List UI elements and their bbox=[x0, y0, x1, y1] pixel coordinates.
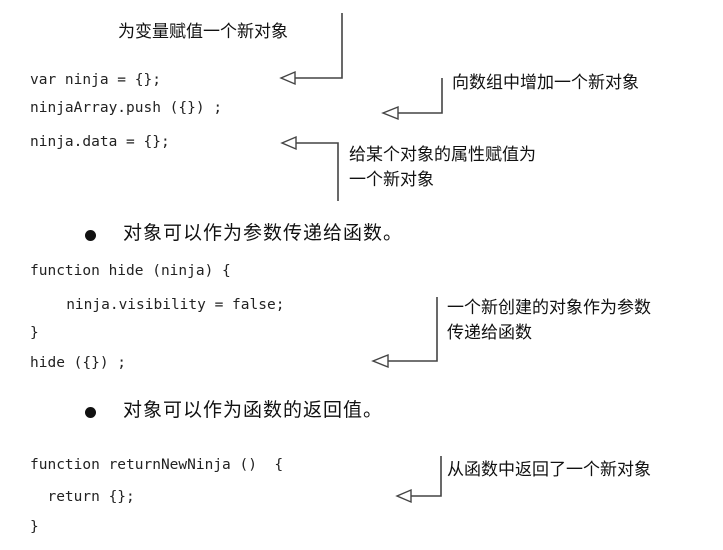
arrowhead-array-push bbox=[381, 105, 399, 121]
note-assign-property: 给某个对象的属性赋值为 一个新对象 bbox=[349, 145, 536, 190]
code-line-visibility: ninja.visibility = false; bbox=[40, 297, 285, 313]
callout-arrow-return-object bbox=[411, 456, 442, 497]
code-line-close-brace-2: } bbox=[30, 519, 39, 535]
bullet-dot bbox=[85, 407, 96, 418]
code-line-hide-call: hide ({}) ; bbox=[30, 355, 127, 371]
callout-arrow-object-as-argument bbox=[388, 297, 438, 362]
code-line-return: return {}; bbox=[30, 489, 135, 505]
note-return-object: 从函数中返回了一个新对象 bbox=[447, 460, 651, 480]
note-assign-variable: 为变量赋值一个新对象 bbox=[118, 22, 288, 42]
bullet-text-objects-as-arguments: 对象可以作为参数传递给函数。 bbox=[123, 222, 404, 244]
code-line-ninja-data: ninja.data = {}; bbox=[30, 134, 170, 150]
code-line-function-return-new-ninja: function returnNewNinja () { bbox=[30, 457, 284, 473]
code-line-var-ninja: var ninja = {}; bbox=[30, 72, 161, 88]
callout-arrow-array-push bbox=[398, 78, 443, 114]
note-array-push: 向数组中增加一个新对象 bbox=[452, 73, 639, 93]
arrowhead-object-as-argument bbox=[371, 353, 389, 369]
arrowhead-assign-variable bbox=[279, 70, 296, 86]
arrowhead-assign-property bbox=[280, 135, 297, 151]
code-line-close-brace: } bbox=[30, 325, 39, 341]
note-object-as-argument: 一个新创建的对象作为参数 传递给函数 bbox=[447, 298, 651, 343]
bullet-dot bbox=[85, 230, 96, 241]
arrowhead-return-object bbox=[395, 488, 412, 504]
callout-arrow-assign-property bbox=[296, 142, 339, 201]
code-line-function-hide: function hide (ninja) { bbox=[30, 263, 231, 279]
callout-arrow-assign-variable bbox=[295, 13, 343, 79]
bullet-text-objects-as-return: 对象可以作为函数的返回值。 bbox=[123, 399, 384, 421]
code-line-array-push: ninjaArray.push ({}) ; bbox=[30, 100, 223, 116]
